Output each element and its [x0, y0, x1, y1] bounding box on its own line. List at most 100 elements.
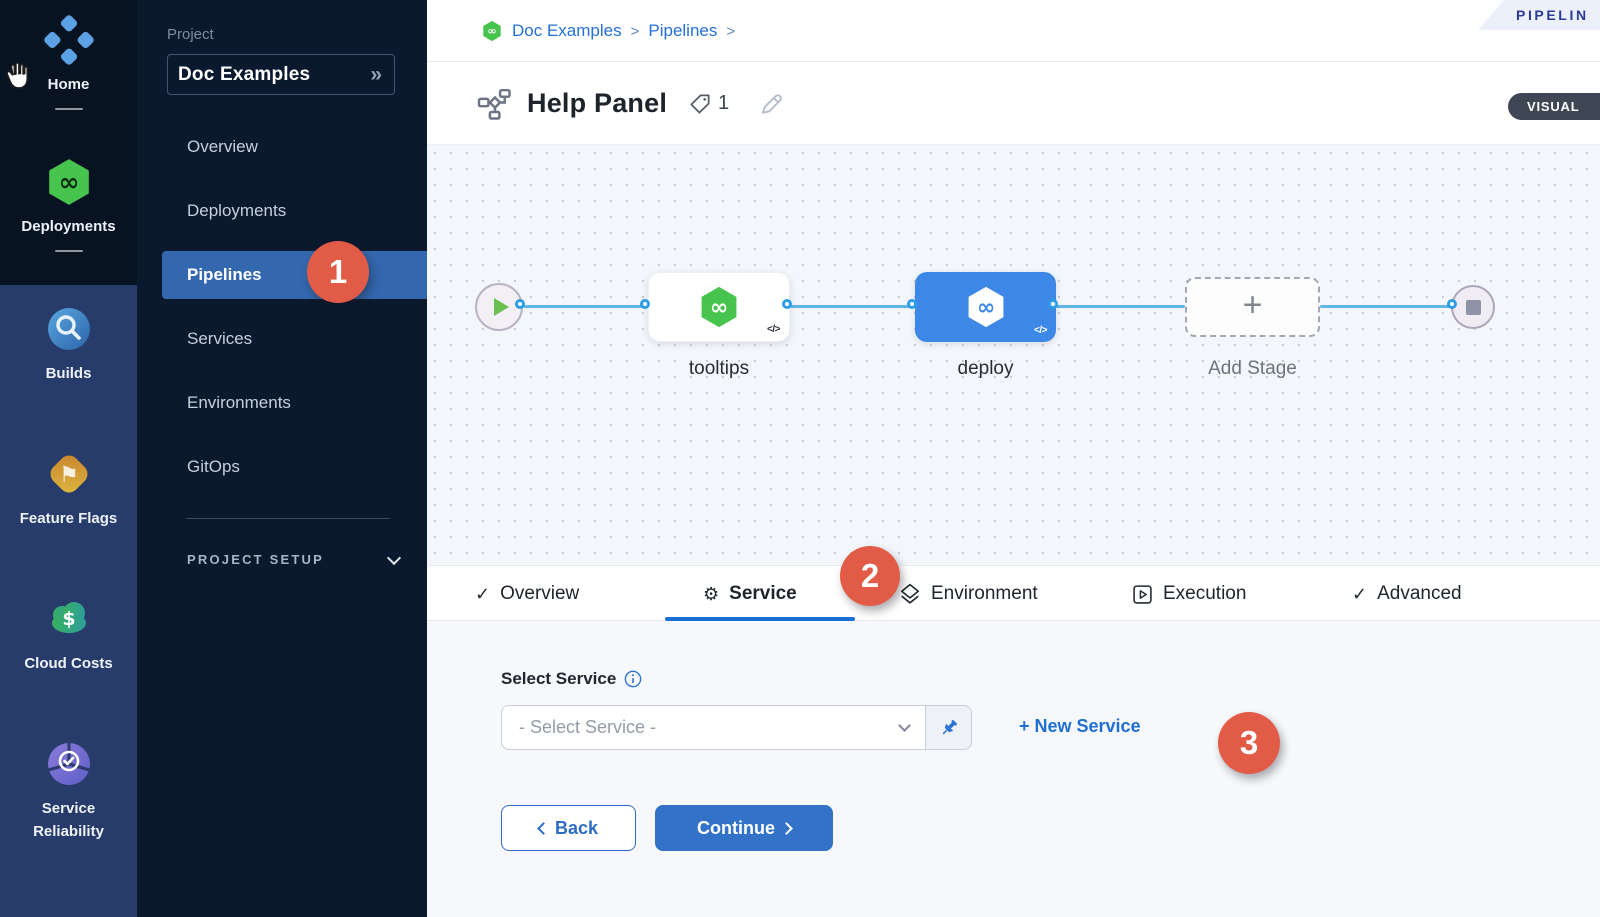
tab-overview[interactable]: ✓ Overview — [475, 583, 580, 604]
connector-line — [523, 305, 648, 308]
connector-point — [782, 299, 792, 309]
svg-text:$: $ — [62, 608, 75, 630]
cloud-costs-icon: $ — [43, 593, 95, 645]
chevron-down-icon — [386, 550, 402, 565]
stop-icon — [1465, 299, 1481, 315]
svg-text:∞: ∞ — [976, 295, 994, 320]
rail-item-label: Service Reliability — [33, 800, 104, 841]
module-rail-lower-section — [0, 285, 137, 917]
service-reliability-icon — [43, 738, 95, 790]
new-service-button[interactable]: + New Service — [1019, 716, 1141, 736]
rail-item-builds[interactable]: Builds — [0, 303, 137, 385]
stage-node-deploy[interactable]: ∞ </> — [915, 272, 1056, 342]
edit-pipeline-button[interactable] — [757, 90, 785, 118]
sidebar-nav: Overview Deployments Pipelines Services … — [137, 123, 427, 507]
add-stage-button[interactable]: + — [1185, 277, 1320, 337]
pin-icon — [942, 719, 957, 734]
select-service-placeholder: - Select Service - — [519, 717, 657, 737]
rail-item-deployments[interactable]: ∞ Deployments — [0, 156, 137, 253]
sidebar-item-pipelines[interactable]: Pipelines — [162, 251, 427, 299]
play-icon — [493, 298, 509, 316]
step-callout-3: 3 — [1218, 712, 1280, 774]
info-icon[interactable] — [624, 670, 642, 688]
rail-item-home[interactable]: Home — [0, 14, 137, 111]
chevron-right-icon — [780, 821, 793, 835]
sidebar-item-deployments[interactable]: Deployments — [187, 201, 287, 220]
tab-advanced[interactable]: ✓ Advanced — [1352, 583, 1462, 604]
active-tab-indicator — [665, 617, 855, 621]
select-service-label: Select Service — [501, 669, 617, 688]
connector-line — [1056, 305, 1185, 308]
page-title: Help Panel — [527, 88, 668, 118]
svg-text:∞: ∞ — [710, 295, 728, 320]
pipeline-canvas[interactable]: ∞ </> ∞ </> + too — [427, 145, 1600, 565]
gear-icon: ⚙ — [703, 583, 720, 604]
continue-button[interactable]: Continue — [655, 805, 833, 851]
builds-icon — [43, 303, 95, 355]
sidebar-item-services[interactable]: Services — [187, 329, 253, 348]
tab-service[interactable]: ⚙ Service — [703, 583, 797, 604]
deployments-icon: ∞ — [43, 156, 95, 208]
tab-environment[interactable]: Environment — [899, 566, 1038, 622]
back-button[interactable]: Back — [501, 805, 636, 851]
check-icon: ✓ — [1352, 583, 1368, 604]
pin-service-button[interactable] — [925, 705, 972, 750]
harness-stage-icon: ∞ — [968, 286, 1003, 328]
tab-execution[interactable]: Execution — [1132, 566, 1246, 622]
tag-count: 1 — [718, 92, 730, 114]
tags-group[interactable]: 1 — [687, 91, 729, 117]
rail-item-service-reliability[interactable]: Service Reliability — [0, 738, 137, 844]
rail-item-label: Cloud Costs — [24, 655, 113, 672]
breadcrumb: ∞ Doc Examples > Pipelines > — [481, 20, 735, 42]
rail-underline — [54, 108, 83, 111]
connector-point — [640, 299, 650, 309]
stage-label-tooltips: tooltips — [688, 358, 750, 379]
breadcrumb-row: ∞ Doc Examples > Pipelines > PIPELIN — [427, 0, 1600, 62]
rail-item-label: Home — [47, 76, 90, 93]
harness-project-icon: ∞ — [483, 20, 501, 42]
pipeline-studio-ribbon: PIPELIN — [1478, 0, 1600, 30]
sidebar-item-gitops[interactable]: GitOps — [187, 457, 240, 476]
chevron-left-icon — [537, 821, 550, 835]
connector-point — [1048, 299, 1058, 309]
stage-label-deploy: deploy — [957, 358, 1014, 379]
add-stage-label: Add Stage — [1208, 358, 1297, 379]
home-icon — [43, 14, 95, 66]
code-glyph: </> — [1034, 325, 1047, 336]
select-service-dropdown[interactable]: - Select Service - — [501, 705, 925, 750]
rail-item-cloud-costs[interactable]: $ Cloud Costs — [0, 593, 137, 675]
step-callout-1: 1 — [307, 241, 369, 303]
connector-line — [790, 305, 915, 308]
stage-node-tooltips[interactable]: ∞ </> — [648, 272, 790, 342]
layers-icon — [900, 583, 920, 604]
tag-icon — [690, 93, 710, 114]
service-tab-panel: Select Service - Select Service - — [427, 621, 1600, 917]
sidebar-divider — [186, 518, 390, 519]
chevron-down-icon — [898, 719, 911, 732]
pipeline-icon — [477, 88, 511, 120]
pipeline-title-row: Help Panel 1 VISUAL — [427, 62, 1600, 145]
sidebar-item-environments[interactable]: Environments — [187, 393, 291, 412]
rail-item-label: Feature Flags — [19, 510, 118, 527]
breadcrumb-separator: > — [630, 22, 640, 40]
code-glyph: </> — [767, 324, 780, 335]
rail-item-feature-flags[interactable]: ⚑ Feature Flags — [0, 448, 137, 530]
check-icon: ✓ — [475, 583, 491, 604]
connector-point — [907, 299, 917, 309]
rail-item-label: Deployments — [21, 218, 116, 235]
project-setup-section[interactable]: PROJECT SETUP — [187, 550, 402, 567]
svg-text:∞: ∞ — [487, 25, 496, 38]
breadcrumb-separator: > — [726, 22, 736, 40]
breadcrumb-link-project[interactable]: Doc Examples — [512, 21, 622, 40]
project-label: Project — [167, 26, 214, 43]
pencil-icon — [762, 93, 782, 114]
visual-yaml-toggle[interactable]: VISUAL — [1508, 93, 1600, 120]
stage-config-tabs: ✓ Overview ⚙ Service Environment — [427, 565, 1600, 621]
project-sidebar: Project Doc Examples » Overview Deployme… — [137, 0, 427, 917]
sidebar-item-overview[interactable]: Overview — [187, 137, 258, 156]
main-content: ∞ Doc Examples > Pipelines > PIPELIN — [427, 0, 1600, 917]
execution-icon — [1133, 584, 1152, 604]
breadcrumb-link-pipelines[interactable]: Pipelines — [648, 21, 718, 40]
project-selector[interactable]: Doc Examples » — [167, 54, 395, 95]
